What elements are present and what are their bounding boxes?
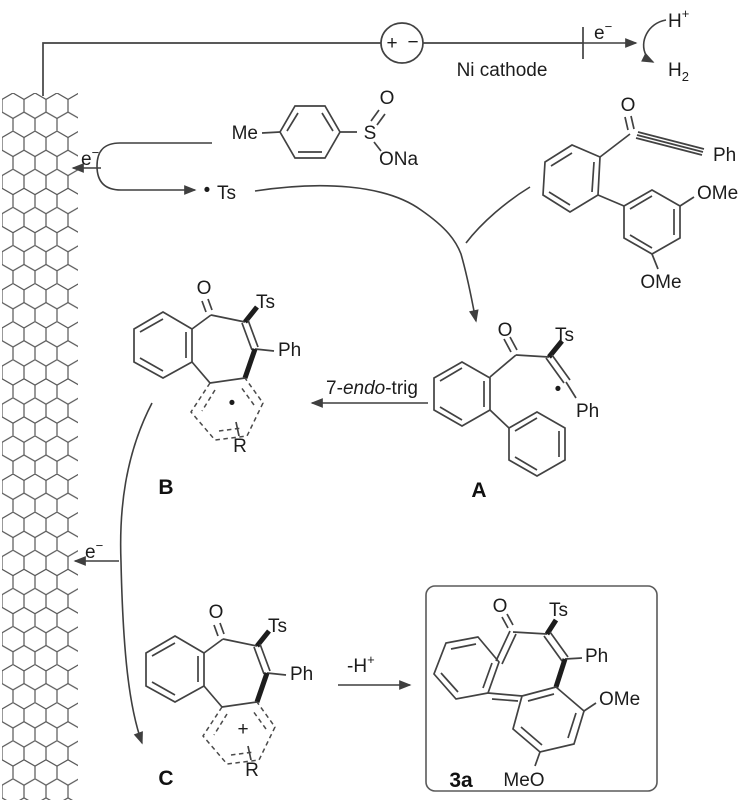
wedge-bond-c3a — [553, 658, 568, 688]
bond-c1-c2 — [512, 631, 548, 635]
radical-dot: • — [229, 393, 236, 414]
electron-label: e− — [85, 538, 103, 563]
cation-plus: + — [237, 719, 248, 740]
hydrogen-gas-label: H2 — [668, 60, 689, 84]
biaryl-double-bond — [487, 692, 523, 702]
bond-aryl-carbonyl — [489, 354, 517, 378]
methoxy-label: OMe — [599, 689, 640, 710]
aromatic-lines — [629, 195, 675, 249]
intermediate-a-label: A — [471, 479, 486, 502]
radical-dot: • — [204, 180, 211, 201]
aromatic-lines — [514, 417, 560, 471]
aromatic-lines — [520, 693, 577, 746]
benzo-ring — [433, 636, 500, 700]
intermediate-a: O Ts Ph • A — [433, 320, 599, 502]
cyclization-step: 7-endo-trig — [310, 378, 428, 408]
bond-aryl-carbonyl — [599, 133, 631, 158]
methoxy-meo-label: MeO — [503, 770, 544, 791]
electron-label: e− — [81, 145, 99, 170]
methoxy-upper-label: OMe — [697, 183, 738, 204]
product-label: 3a — [449, 769, 473, 792]
bond-ome — [583, 702, 597, 712]
sodium-oxide-label: ONa — [379, 149, 419, 170]
wedge-bond-ts — [547, 339, 564, 359]
wire — [42, 42, 381, 96]
phenyl-label: Ph — [585, 646, 608, 667]
carbonyl-double-bond — [624, 115, 635, 131]
oxygen-label: O — [380, 88, 395, 109]
anode-oxidation-upper: e− — [71, 142, 212, 195]
bond-ome-lower — [651, 253, 659, 270]
tosyl-label: Ts — [549, 600, 568, 621]
deprotonation-label: -H+ — [347, 652, 375, 677]
supply-minus-label: − — [407, 32, 418, 53]
product-3a: O Ts Ph OMe MeO 3a — [425, 585, 658, 792]
bond-meo — [534, 751, 541, 767]
benzo-c1-double-bond — [495, 630, 517, 665]
b-to-c-arrow — [119, 402, 153, 745]
electron-label: e− — [594, 19, 612, 44]
biaryl-bond — [489, 409, 510, 429]
biaryl-bond — [597, 194, 625, 207]
c2-c3-double-bond — [543, 631, 569, 662]
sulfinate-to-ts-arrow — [96, 142, 212, 195]
cyclization-label: 7-endo-trig — [326, 378, 418, 399]
radical-dot: • — [555, 379, 562, 400]
phenyl-label: Ph — [576, 401, 599, 422]
wedge-bond-ts — [544, 618, 559, 636]
bond-ome-upper — [679, 196, 695, 207]
methoxy-lower-label: OMe — [640, 272, 681, 293]
supply-plus-label: + — [386, 33, 397, 54]
phenyl-label: Ph — [713, 145, 736, 166]
tosyl-label: Ts — [555, 325, 574, 346]
oxygen-label: O — [621, 95, 636, 116]
product-box — [425, 585, 658, 792]
proton-label: H+ — [668, 6, 689, 32]
methyl-label: Me — [232, 123, 258, 144]
anode-oxidation-lower: e− — [73, 402, 153, 745]
intermediate-c: + C — [146, 602, 313, 790]
ts-label: Ts — [217, 183, 236, 204]
oxygen-label: O — [498, 320, 513, 341]
circuit: + − e− Ni cathode H+ H2 — [42, 6, 689, 96]
cathode-label: Ni cathode — [457, 60, 548, 81]
tosyl-radical: • Ts — [204, 180, 236, 204]
graphite-anode-lattice — [2, 93, 78, 800]
ts-addition-arrow — [254, 184, 479, 323]
intermediate-c-label: C — [158, 767, 173, 790]
bond-c3-ph — [564, 657, 583, 660]
radical-addition-arrows — [254, 184, 531, 323]
bond-c1 — [515, 354, 550, 358]
aromatic-lines — [439, 367, 485, 421]
s-o-double-bond — [370, 109, 386, 126]
aromatic-lines — [548, 152, 595, 206]
aromatic-lines — [286, 112, 334, 153]
sulfur-label: S — [364, 123, 377, 144]
ynone-feed-arrow — [465, 186, 531, 244]
alkyne-triple-bond — [635, 131, 705, 156]
intermediate-b-label: B — [158, 476, 173, 499]
benzo-ring — [433, 361, 491, 427]
bond-ph — [565, 381, 577, 399]
carbonyl-double-bond — [503, 336, 518, 353]
oxygen-label: O — [493, 596, 508, 617]
deprotonation-step: -H+ — [338, 652, 412, 690]
aromatic-lines — [440, 643, 493, 693]
ynone-structure: O Ph OMe OMe — [542, 95, 738, 293]
h2-evolution-arrow — [641, 19, 667, 63]
bond-me — [261, 131, 281, 134]
carbonyl-double-bond — [501, 613, 514, 629]
sulfinate-structure: Me S O ONa — [232, 88, 419, 170]
intermediate-b: • B — [134, 278, 301, 499]
vinyl-double-bond — [545, 354, 571, 384]
bond-ona — [373, 141, 382, 152]
